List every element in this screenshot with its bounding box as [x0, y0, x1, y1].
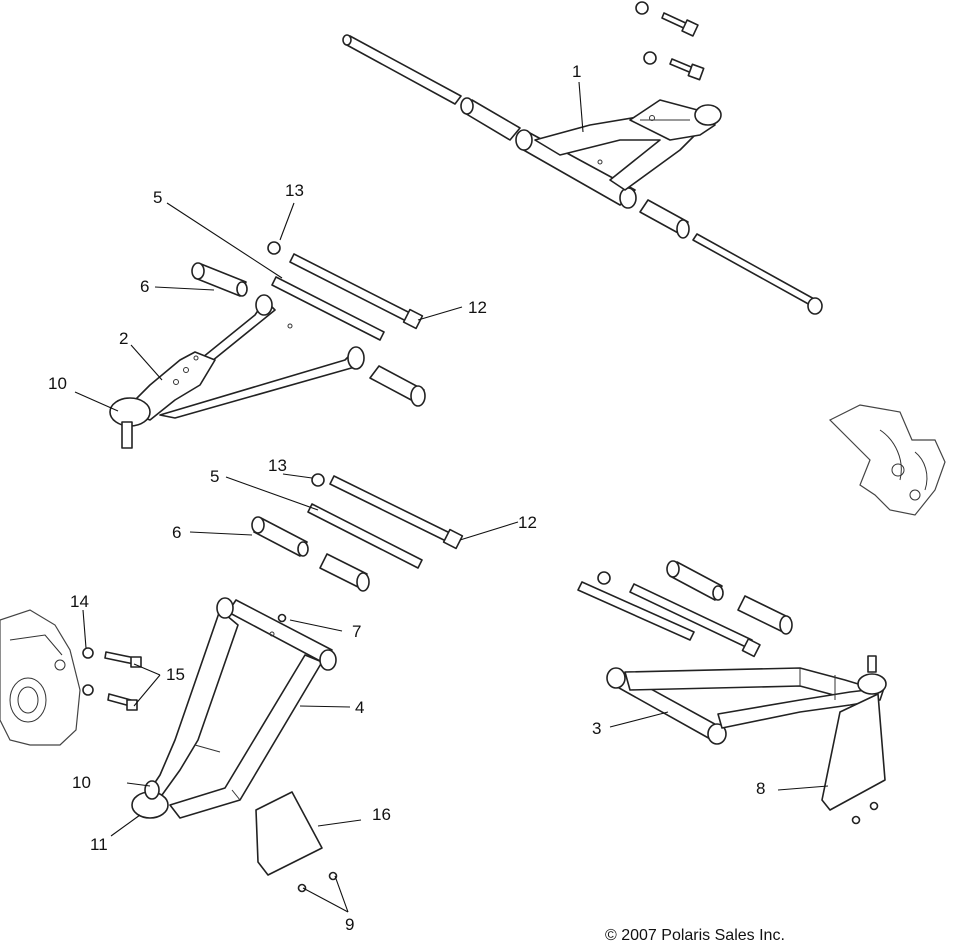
- washer-14b: [82, 684, 94, 696]
- bushing-lower-middle: [369, 365, 426, 407]
- bolt-12-upper: [289, 253, 424, 330]
- callout-2: 2: [119, 329, 128, 348]
- nut-top-2: [643, 51, 657, 65]
- callout-13-lower: 13: [268, 456, 287, 475]
- leader-lines: [74, 81, 829, 913]
- bolt-15-upper: [104, 651, 142, 668]
- a-arm-2: [109, 294, 365, 449]
- a-arm-assembly-middle: [109, 241, 426, 449]
- callout-7: 7: [352, 622, 361, 641]
- callout-5-lower: 5: [210, 467, 219, 486]
- callout-15: 15: [166, 665, 185, 684]
- spindle-knuckle-right: [828, 404, 946, 516]
- washer-right-upper: [597, 571, 611, 585]
- nut-13-lower: [311, 473, 325, 487]
- pivot-tube-5-lower: [307, 503, 423, 569]
- skid-plate-16: [255, 791, 338, 893]
- bushing-top-right: [639, 199, 690, 239]
- nut-top-1: [635, 1, 649, 15]
- bushing-right-1: [666, 560, 724, 601]
- skid-plate-8: [821, 693, 886, 825]
- callout-11: 11: [90, 835, 108, 854]
- callout-labels: 1 2 3 4 5 5 6 6 7 8 9 10 10 11 12 12 13 …: [48, 62, 765, 934]
- callout-8: 8: [756, 779, 765, 798]
- callout-3: 3: [592, 719, 601, 738]
- pivot-shaft-top-left: [342, 34, 462, 105]
- callout-16: 16: [372, 805, 391, 824]
- callout-12-lower: 12: [518, 513, 537, 532]
- knuckle-assembly-left: [0, 609, 142, 746]
- callout-1: 1: [572, 62, 581, 81]
- copyright-notice: © 2007 Polaris Sales Inc.: [605, 927, 785, 942]
- callout-9: 9: [345, 915, 354, 934]
- callout-5-upper: 5: [153, 188, 162, 207]
- upper-a-arm-assembly-top: [342, 1, 823, 315]
- nut-13-upper: [267, 241, 281, 255]
- upper-a-arm-1: [515, 99, 722, 209]
- callout-6-upper: 6: [140, 277, 149, 296]
- washer-14: [82, 647, 94, 659]
- bushing-top-left: [460, 97, 521, 141]
- bushing-6-lower: [251, 516, 309, 557]
- callout-4: 4: [355, 698, 364, 717]
- grease-zerk-7: [277, 613, 287, 623]
- callout-13-upper: 13: [285, 181, 304, 200]
- bushing-6-upper: [191, 262, 248, 297]
- pivot-hardware-lower-set: [251, 473, 464, 592]
- callout-6-lower: 6: [172, 523, 181, 542]
- bolt-top-2: [669, 58, 705, 81]
- bushing-right-2: [737, 595, 793, 635]
- pivot-shaft-top-right: [692, 233, 823, 315]
- callout-14: 14: [70, 592, 89, 611]
- bushing-lower-extra: [319, 553, 370, 592]
- callout-10-upper: 10: [48, 374, 67, 393]
- bolt-top-1: [661, 12, 699, 37]
- bolt-right-2: [629, 583, 761, 658]
- callout-12-upper: 12: [468, 298, 487, 317]
- lower-a-arm-4: [131, 597, 337, 819]
- pivot-tube-5-upper: [271, 276, 385, 341]
- bolt-15-lower: [107, 693, 138, 711]
- bolt-right-1: [577, 581, 695, 641]
- lower-a-arm-assembly-right: [577, 560, 887, 825]
- bolt-12-lower: [329, 475, 464, 550]
- callout-10-lower: 10: [72, 773, 91, 792]
